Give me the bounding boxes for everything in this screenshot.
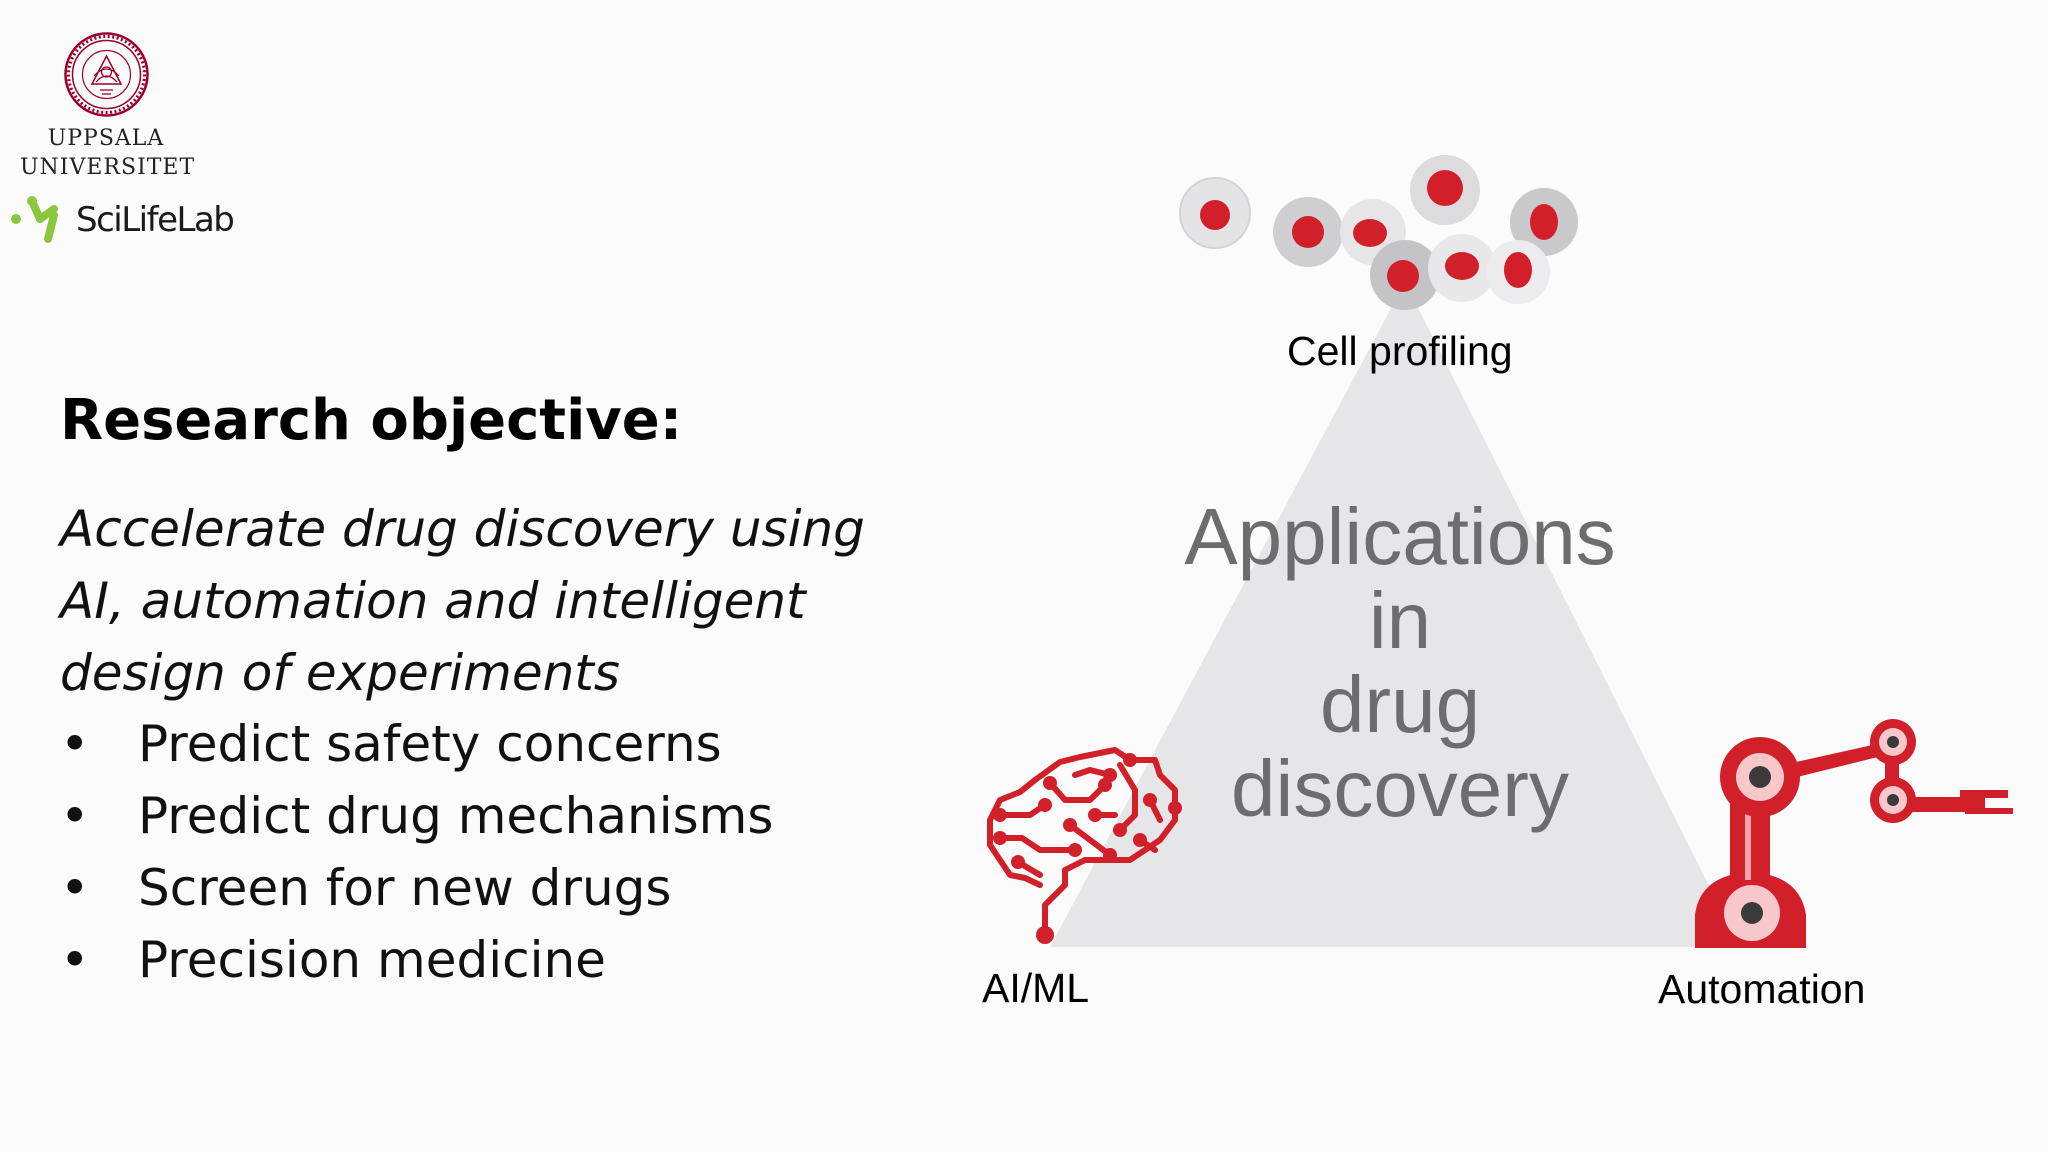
uppsala-wordmark: UPPSALA UNIVERSITET <box>20 124 196 182</box>
uppsala-seal-logo <box>64 32 149 117</box>
list-item: • Predict safety concerns <box>60 708 773 780</box>
scilifelab-icon <box>11 196 58 243</box>
cell-cluster-icon <box>1179 155 1578 310</box>
list-item: • Predict drug mechanisms <box>60 780 773 852</box>
list-item: • Precision medicine <box>60 924 773 996</box>
bullet-text: Precision medicine <box>138 931 606 989</box>
automation-label: Automation <box>1658 966 1866 1012</box>
brain-circuit-icon <box>987 747 1182 944</box>
uppsala-line-1: UPPSALA <box>47 126 165 151</box>
center-line-1: Applications <box>1184 492 1616 581</box>
robot-arm-icon <box>1695 719 2013 948</box>
bullet-dot: • <box>60 787 90 845</box>
center-line-4: discovery <box>1231 744 1569 833</box>
cell-profiling-label: Cell profiling <box>1287 328 1513 374</box>
bullet-text: Screen for new drugs <box>138 859 672 917</box>
center-line-2: in <box>1368 576 1432 665</box>
bullet-dot: • <box>60 931 90 989</box>
list-item: • Screen for new drugs <box>60 852 773 924</box>
bullet-list: • Predict safety concerns • Predict drug m… <box>60 708 773 996</box>
bullet-dot: • <box>60 859 90 917</box>
slide-heading: Research objective: <box>60 388 683 453</box>
objective-text: Accelerate drug discovery using AI, auto… <box>60 500 865 702</box>
ai-ml-label: AI/ML <box>982 965 1090 1011</box>
bullet-text: Predict safety concerns <box>138 715 722 773</box>
scilifelab-wordmark: SciLifeLab <box>76 200 235 240</box>
uppsala-line-2: UNIVERSITET <box>20 155 196 180</box>
triangle-shape <box>1050 282 1740 947</box>
center-line-3: drug <box>1319 660 1481 749</box>
bullet-dot: • <box>60 715 90 773</box>
diagram-center-text: Applications in drug discovery <box>1180 495 1620 831</box>
bullet-text: Predict drug mechanisms <box>138 787 774 845</box>
